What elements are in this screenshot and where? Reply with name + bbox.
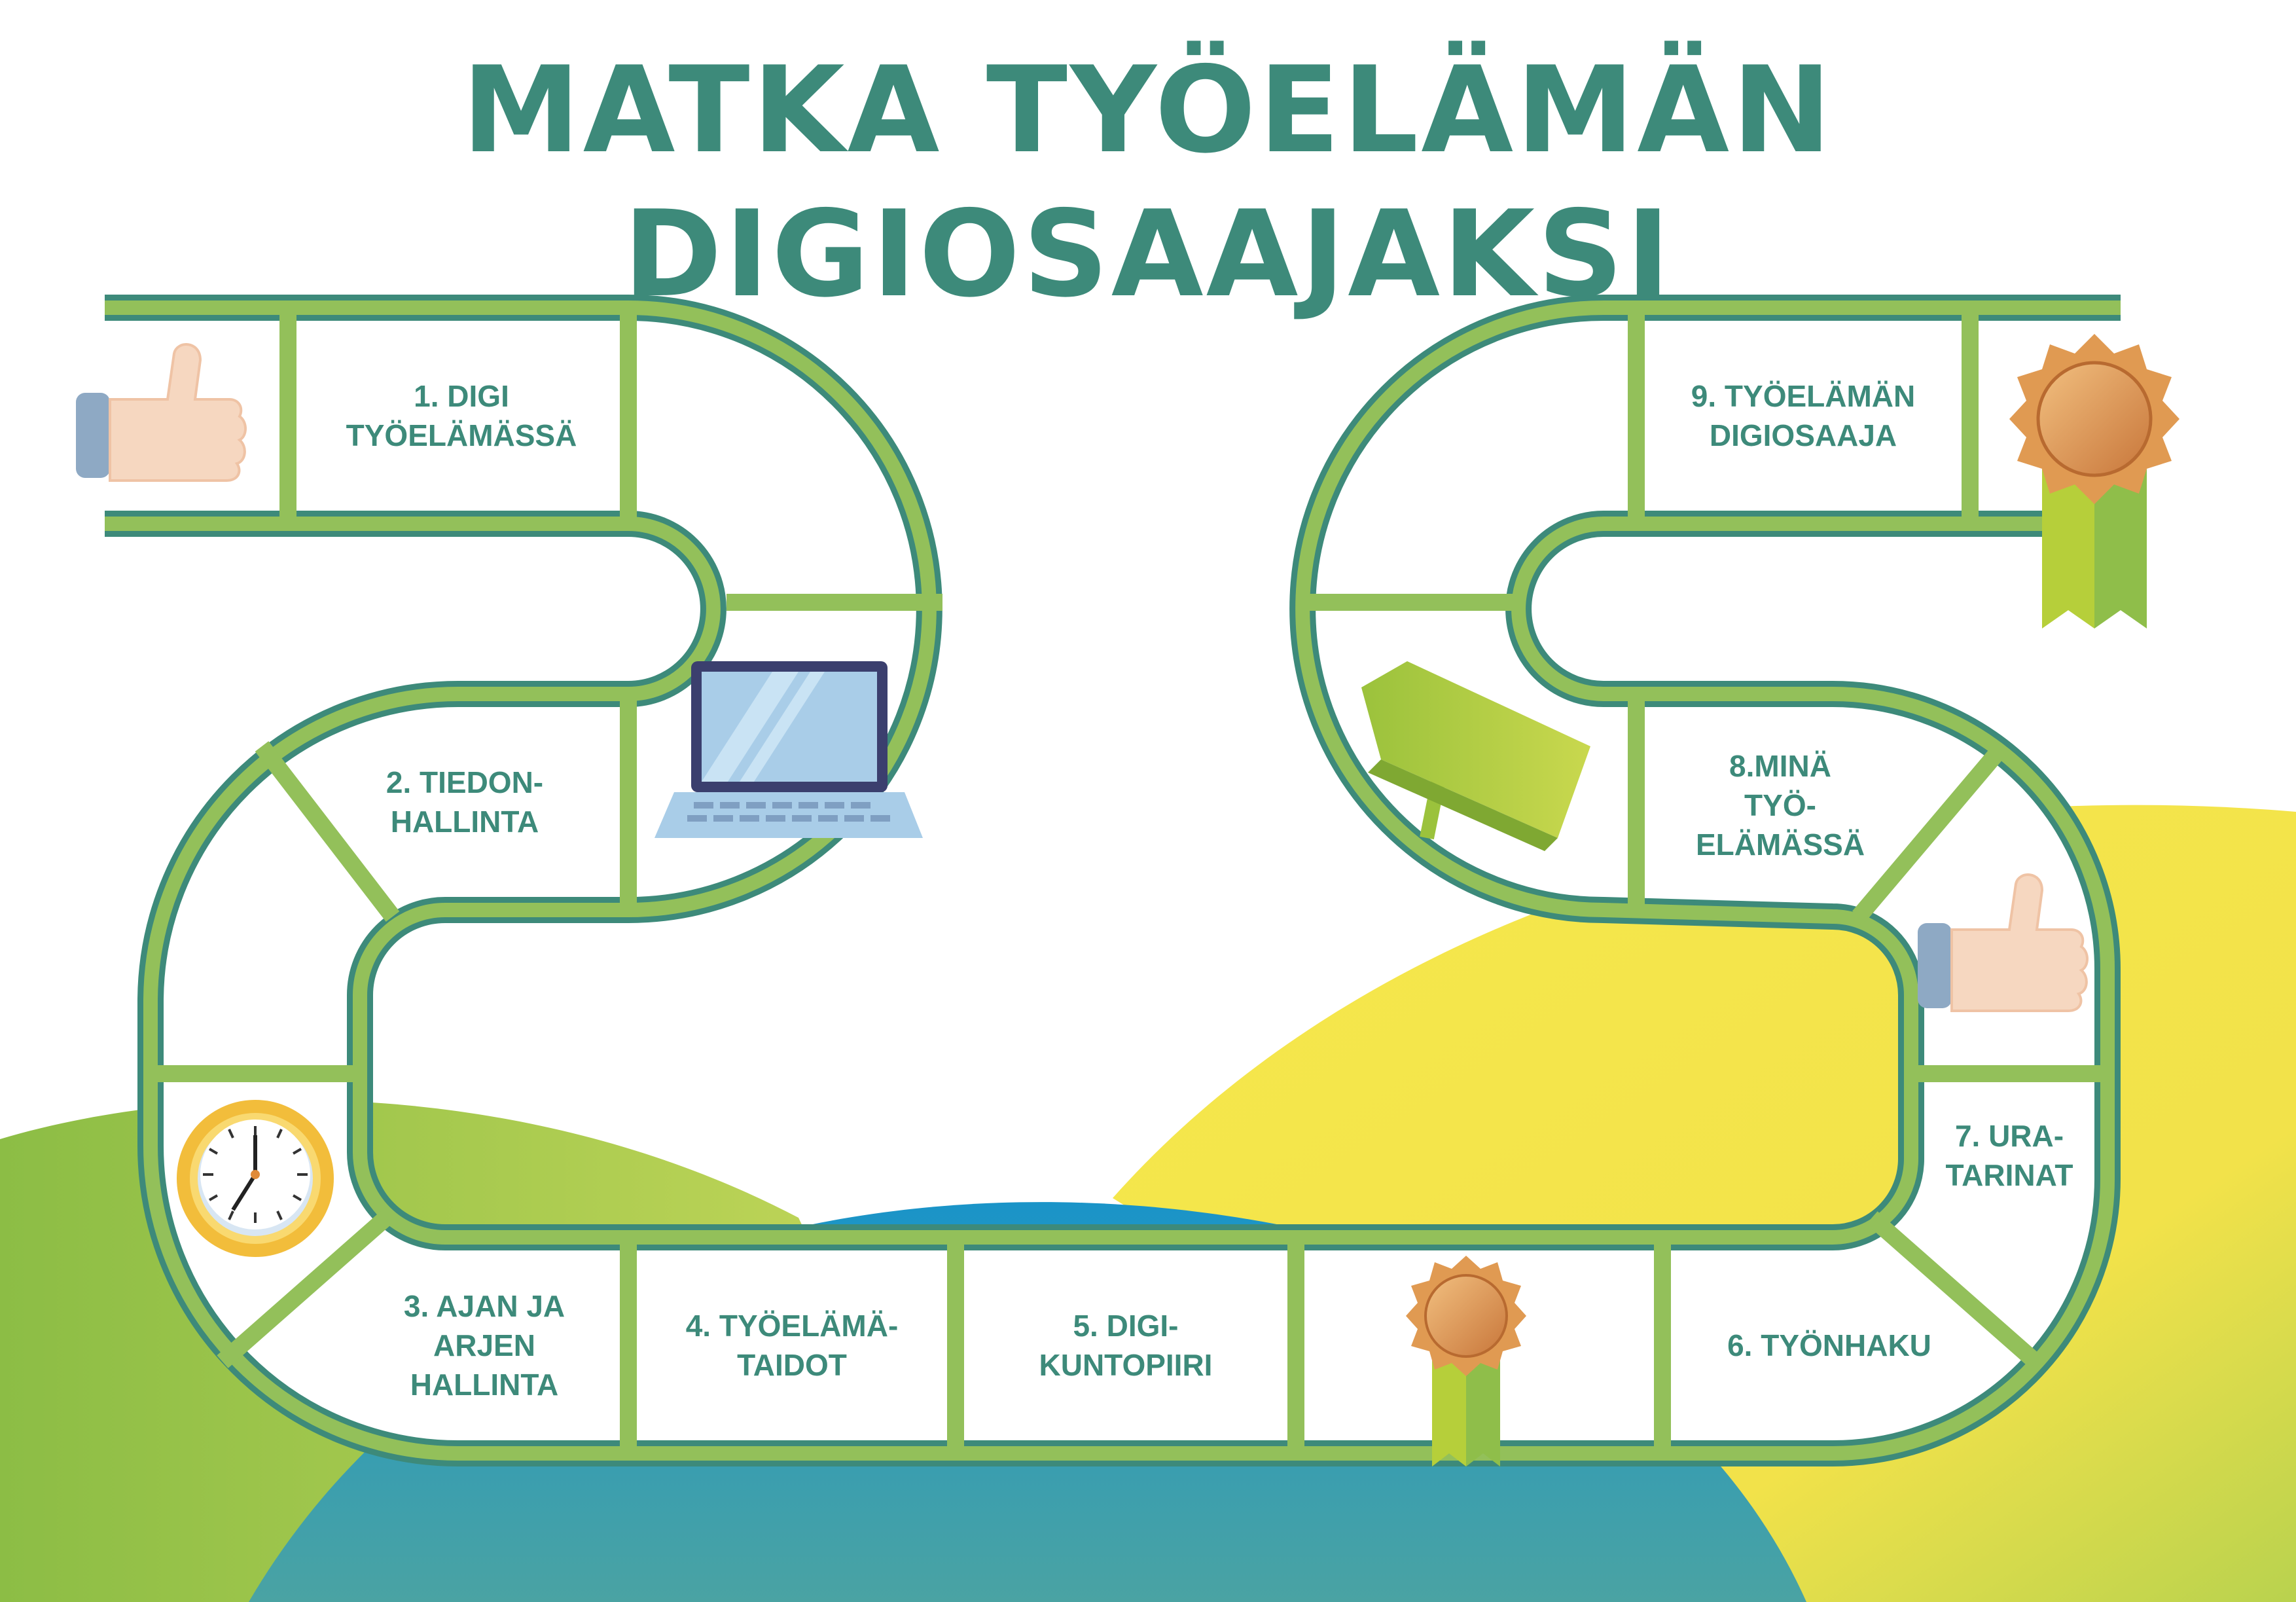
step-9-label: 9. TYÖELÄMÄN DIGIOSAAJA — [1691, 379, 1916, 452]
signpost-icon — [1361, 661, 1590, 851]
step-4-label: 4. TYÖELÄMÄ- TAIDOT — [685, 1309, 899, 1382]
laptop-icon — [655, 661, 923, 838]
step-5-label: 5. DIGI- KUNTOPIIRI — [1039, 1309, 1213, 1382]
step-6-label: 6. TYÖNHAKU — [1727, 1328, 1931, 1362]
clock-icon — [177, 1100, 334, 1257]
medal-icon — [1406, 1256, 1526, 1466]
medal-icon-top — [2009, 334, 2179, 628]
step-1-label: 1. DIGI TYÖELÄMÄSSÄ — [346, 379, 577, 452]
cell-dividers — [151, 308, 2108, 1453]
step-8-label: 8.MINÄ TYÖ- ELÄMÄSSÄ — [1695, 749, 1865, 862]
track-left-lower — [151, 694, 628, 1453]
step-2-label: 2. TIEDON- HALLINTA — [386, 765, 544, 839]
thumbs-up-icon-right — [1918, 873, 2089, 1012]
thumbs-up-icon — [76, 343, 247, 482]
step-3-label: 3. AJAN JA ARJEN HALLINTA — [403, 1289, 565, 1402]
track-bottom — [589, 1237, 1767, 1453]
step-7-label: 7. URA- TARINAT — [1945, 1119, 2073, 1192]
page-title: MATKA TYÖELÄMÄN DIGIOSAAJAKSI — [461, 41, 1835, 323]
